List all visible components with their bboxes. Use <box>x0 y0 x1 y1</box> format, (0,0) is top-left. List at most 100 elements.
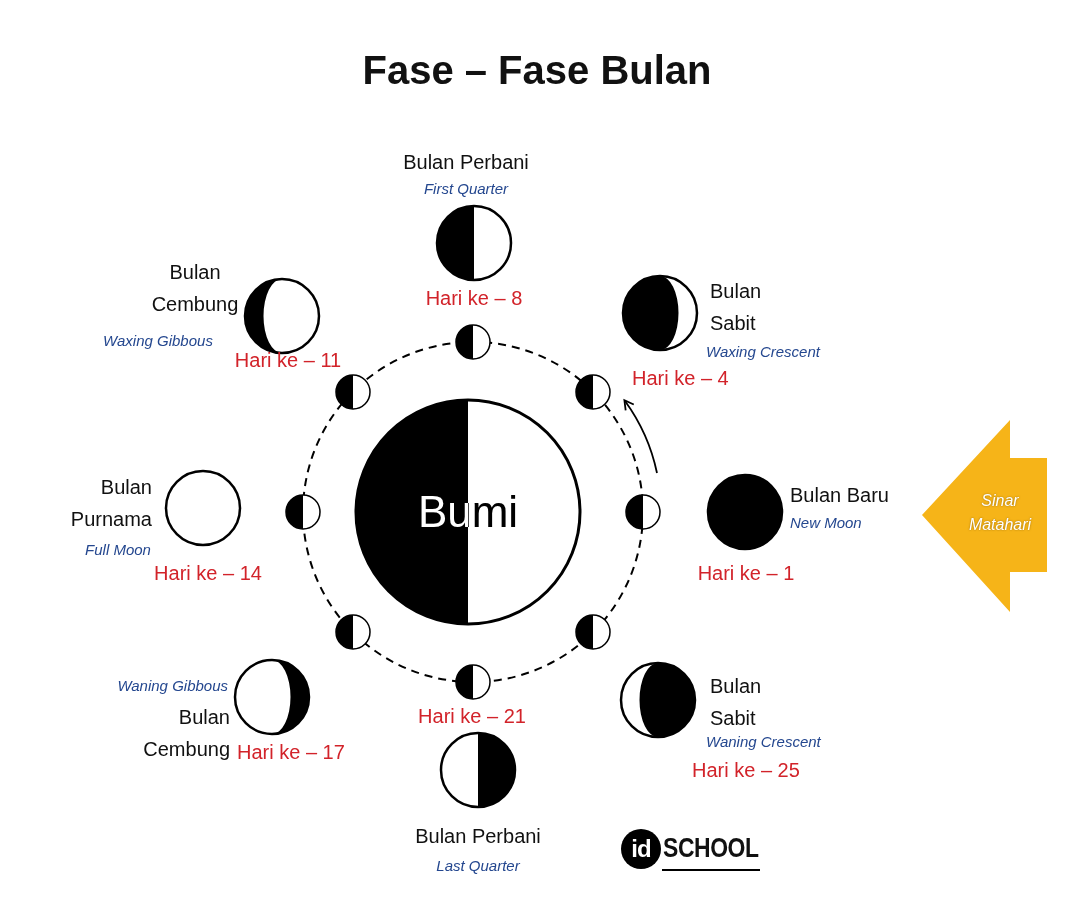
orbit-moon <box>456 665 490 699</box>
moon-phase: Bulan SabitWaning CrescentHari ke – 25 <box>621 663 695 737</box>
diagram-title: Fase – Fase Bulan <box>362 46 711 94</box>
moon-phase: Waning GibbousBulan CembungHari ke – 17 <box>235 660 309 734</box>
moon-outline <box>235 660 309 734</box>
day-label: Hari ke – 4 <box>632 366 729 390</box>
earth-outline <box>356 400 580 624</box>
moon-outline <box>245 279 319 353</box>
moon-disc <box>708 475 782 549</box>
orbit-moon-shadow <box>456 665 473 699</box>
moon-phase: Bulan BaruNew MoonHari ke – 1 <box>708 475 782 549</box>
orbit-moon <box>456 325 490 359</box>
moon-outline <box>437 206 511 280</box>
phase-english-name: Waxing Gibbous <box>103 332 213 350</box>
node-shape <box>166 471 240 545</box>
orbit-moon-shadow <box>336 615 353 649</box>
orbit-moon-disc <box>336 375 370 409</box>
phase-name: Bulan Sabit <box>710 275 761 339</box>
phase-english-name: Last Quarter <box>436 857 519 875</box>
day-label: Hari ke – 25 <box>692 758 800 782</box>
sunlight-arrow: Sinar Matahari <box>918 418 1050 614</box>
orbit-moon <box>336 615 370 649</box>
day-label: Hari ke – 1 <box>698 561 795 585</box>
moon-phase: Bulan PerbaniFirst QuarterHari ke – 8 <box>437 206 511 280</box>
orbit-moon-shadow <box>626 495 643 529</box>
orbit-moon-disc <box>626 495 660 529</box>
day-label: Hari ke – 21 <box>418 704 526 728</box>
node-shape <box>621 663 695 737</box>
earth-disc <box>356 400 580 624</box>
node-shape <box>623 276 697 350</box>
day-label: Hari ke – 17 <box>237 740 345 764</box>
orbit-moon-shadow <box>456 325 473 359</box>
moon-phase: Hari ke – 21Bulan PerbaniLast Quarter <box>441 733 515 807</box>
phase-english-name: Waxing Crescent <box>706 343 820 361</box>
phase-english-name: Waning Gibbous <box>117 677 228 695</box>
phase-english-name: Waning Crescent <box>706 733 821 751</box>
phase-name: Bulan Cembung <box>152 256 239 320</box>
orbit-moon-disc <box>576 615 610 649</box>
orbit-moon-disc <box>456 325 490 359</box>
logo-text: id <box>631 835 650 864</box>
logo-badge <box>621 829 661 869</box>
moon-phase-shape <box>478 733 515 807</box>
orbit-moon-shadow <box>576 375 593 409</box>
orbit-path <box>303 342 643 682</box>
moon-phase: Bulan PurnamaFull MoonHari ke – 14 <box>166 471 240 545</box>
logo-underline <box>662 869 760 871</box>
phase-name: Bulan Perbani <box>403 150 529 174</box>
moon-disc <box>441 733 515 807</box>
moon-phase: Bulan CembungWaxing GibbousHari ke – 11 <box>245 279 319 353</box>
node-shape <box>441 733 515 807</box>
orbit-moon <box>286 495 320 529</box>
moon-phase-shape <box>272 660 309 734</box>
moon-phase-shape <box>437 206 474 280</box>
moon-outline <box>708 475 782 549</box>
moon-disc <box>623 276 697 350</box>
moon-disc <box>235 660 309 734</box>
sunlight-arrow-shape <box>922 420 1047 612</box>
moon-disc <box>437 206 511 280</box>
phase-english-name: First Quarter <box>424 180 508 198</box>
orbit-moon-disc <box>576 375 610 409</box>
orbit-moon-shadow <box>576 615 593 649</box>
earth-circle: Bumi <box>356 400 580 624</box>
node-shape <box>437 206 511 280</box>
phase-name: Bulan Purnama <box>71 471 152 535</box>
moon-disc <box>166 471 240 545</box>
orbit-moon-shadow <box>286 495 303 529</box>
phase-english-name: Full Moon <box>85 541 151 559</box>
logo-text: SCHOOL <box>663 832 759 864</box>
orbit-moon <box>576 615 610 649</box>
orbit-moon <box>626 495 660 529</box>
orbit-moon-shadow <box>336 375 353 409</box>
phase-name: Bulan Cembung <box>143 701 230 765</box>
phase-english-name: New Moon <box>790 514 862 532</box>
moon-outline <box>621 663 695 737</box>
day-label: Hari ke – 8 <box>426 286 523 310</box>
moon-disc <box>245 279 319 353</box>
node-shape <box>245 279 319 353</box>
orbit-moon-disc <box>286 495 320 529</box>
orbit-moon-disc <box>456 665 490 699</box>
sunlight-label: Sinar Matahari <box>969 489 1031 537</box>
moon-outline <box>166 471 240 545</box>
moon-outline <box>441 733 515 807</box>
moon-disc <box>621 663 695 737</box>
moon-phase: Bulan SabitWaxing CrescentHari ke – 4 <box>623 276 697 350</box>
moon-phase-shape <box>660 276 697 350</box>
moon-outline <box>623 276 697 350</box>
day-label: Hari ke – 14 <box>154 561 262 585</box>
orbit-direction-arrow <box>625 401 657 473</box>
moon-phase-shape <box>621 663 658 737</box>
orbit-moon-disc <box>336 615 370 649</box>
earth-label: Bumi <box>418 486 518 539</box>
node-shape <box>235 660 309 734</box>
orbit-moon <box>576 375 610 409</box>
phase-name: Bulan Perbani <box>415 824 541 848</box>
day-label: Hari ke – 11 <box>235 348 341 372</box>
phase-name: Bulan Sabit <box>710 670 761 734</box>
orbit-moon <box>336 375 370 409</box>
phase-name: Bulan Baru <box>790 483 889 507</box>
moon-phase-shape <box>245 279 282 353</box>
